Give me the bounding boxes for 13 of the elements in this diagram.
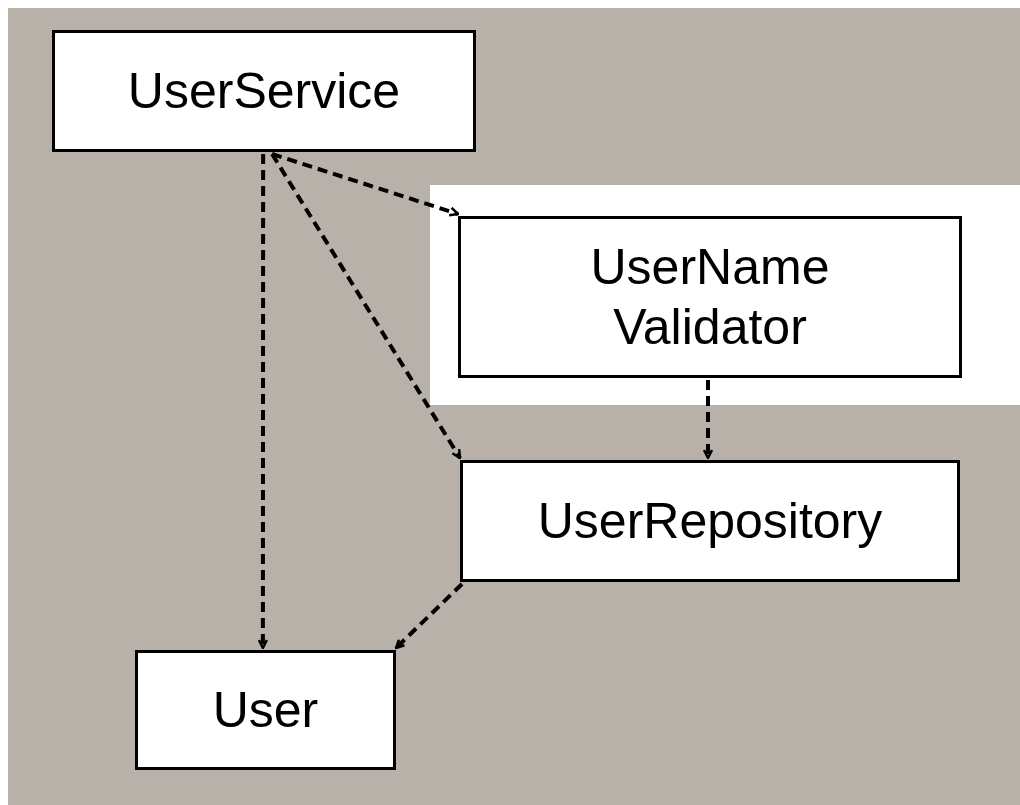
dashed-arrow [702, 380, 714, 460]
class-box [460, 460, 960, 582]
class-name: UserService [126, 62, 402, 121]
dashed-arrow [271, 152, 460, 217]
class-name: UserName Validator [589, 238, 831, 357]
class-box [135, 650, 396, 770]
dashed-arrow [394, 582, 464, 650]
dashed-arrow [257, 154, 269, 650]
class-name: UserRepository [536, 492, 884, 551]
class-box [458, 216, 962, 378]
class-name: User [211, 681, 320, 740]
dashed-arrow [270, 152, 462, 460]
class-box [52, 30, 476, 152]
